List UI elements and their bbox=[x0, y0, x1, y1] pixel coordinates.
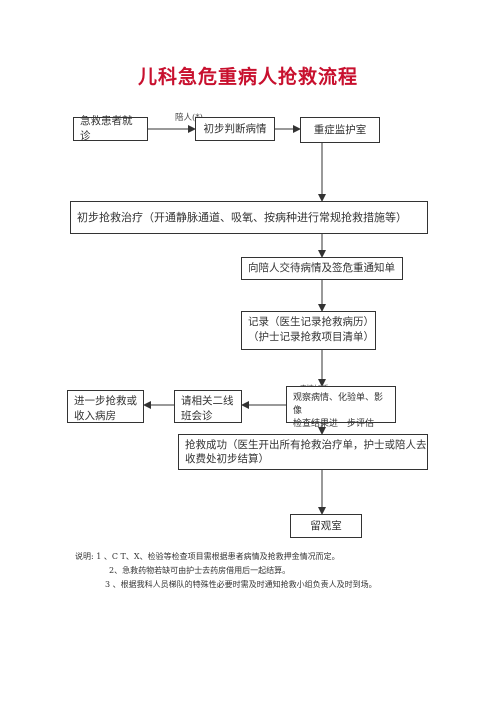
note-2: 2、急救药物若缺可由护士去药房借用后一起结算。 bbox=[109, 566, 291, 575]
node-records: 记录（医生记录抢救病历） （护士记录抢救项目清单） bbox=[241, 311, 376, 350]
node-observation-room: 留观室 bbox=[290, 514, 362, 538]
node-success: 抢救成功（医生开出所有抢救治疗单，护士或陪人去 收费处初步结算） bbox=[178, 434, 428, 470]
node-patient-label: 急救患者就诊 bbox=[80, 115, 133, 142]
note-3: 3 、根据我科人员梯队的特殊性必要时需及时通知抢救小组负责人及时到场。 bbox=[105, 580, 377, 589]
node-further-line1: 进一步抢救或 bbox=[74, 395, 137, 407]
notes-section: 说明: 1 、C T、X、检验等检查项目需根据患者病情及抢救押金情况而定。 2、… bbox=[75, 550, 377, 592]
node-success-line1: 抢救成功（医生开出所有抢救治疗单，护士或陪人去 bbox=[185, 439, 427, 451]
node-icu-label: 重症监护室 bbox=[313, 123, 367, 136]
node-observe-line2: 检查结果进一步评估 bbox=[293, 419, 375, 429]
node-initial-judgement: 初步判断病情 bbox=[195, 117, 275, 141]
node-success-line2: 收费处初步结算） bbox=[185, 453, 269, 465]
node-consult-line2: 班会诊 bbox=[181, 410, 213, 422]
node-observation-room-label: 留观室 bbox=[310, 519, 342, 532]
node-records-line2: （护士记录抢救项目清单） bbox=[248, 331, 374, 343]
node-notify-family: 向陪人交待病情及签危重通知单 bbox=[241, 257, 403, 280]
node-consult-line1: 请相关二线 bbox=[181, 395, 234, 407]
node-initial-judgement-label: 初步判断病情 bbox=[203, 122, 267, 135]
note-1: 说明: 1 、C T、X、检验等检查项目需根据患者病情及抢救押金情况而定。 bbox=[75, 552, 340, 561]
node-initial-treatment: 初步抢救治疗（开通静脉通道、吸氧、按病种进行常规抢救措施等） bbox=[70, 201, 428, 234]
node-consult: 请相关二线 班会诊 bbox=[174, 390, 242, 423]
node-notify-family-label: 向陪人交待病情及签危重通知单 bbox=[248, 262, 395, 274]
node-patient: 急救患者就诊 bbox=[73, 115, 148, 142]
node-observe-line1: 观察病情、化验单、影像 bbox=[293, 393, 384, 416]
node-initial-treatment-label: 初步抢救治疗（开通静脉通道、吸氧、按病种进行常规抢救措施等） bbox=[77, 211, 407, 224]
node-icu: 重症监护室 bbox=[300, 117, 380, 143]
edge-label-escort: 陪人(*) bbox=[175, 113, 203, 123]
page-title: 儿科急危重病人抢救流程 bbox=[137, 66, 358, 88]
node-further-line2: 收入病房 bbox=[74, 410, 116, 422]
node-records-line1: 记录（医生记录抢救病历） bbox=[248, 316, 374, 328]
node-further: 进一步抢救或 收入病房 bbox=[67, 390, 144, 423]
node-observe: 观察病情、化验单、影像 检查结果进一步评估 bbox=[286, 386, 396, 429]
